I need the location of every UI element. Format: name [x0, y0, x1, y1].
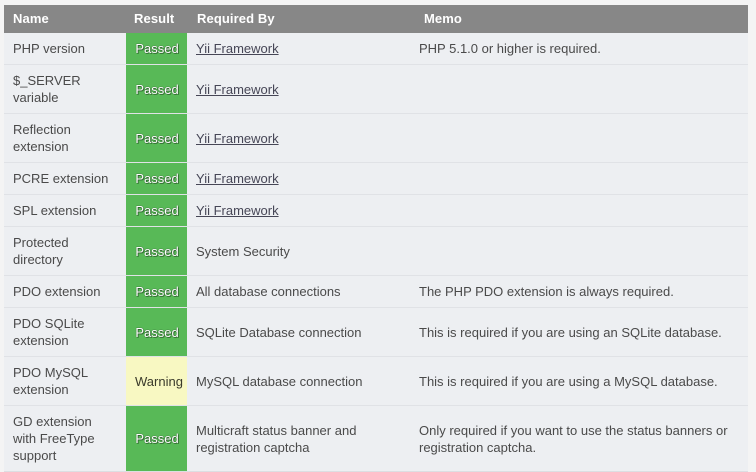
cell-name: $_SERVER variable — [4, 64, 126, 114]
status-badge: Passed — [126, 64, 187, 114]
cell-name: GD extension with FreeType support — [4, 405, 126, 472]
status-badge: Passed — [126, 405, 187, 472]
table-row: PDO extension Passed All database connecti… — [4, 275, 748, 308]
column-header-memo: Memo — [410, 5, 748, 33]
cell-memo — [410, 162, 748, 195]
cell-memo — [410, 194, 748, 227]
table-row: SPL extension Passed Yii Framework — [4, 194, 748, 227]
cell-required-by: Yii Framework — [187, 64, 410, 114]
cell-memo: PHP 5.1.0 or higher is required. — [410, 33, 748, 65]
required-by-text: All database connections — [196, 284, 341, 299]
table-row: PCRE extension Passed Yii Framework — [4, 162, 748, 195]
status-badge-label: Passed — [135, 243, 179, 259]
cell-name: PHP version — [4, 33, 126, 65]
table-row: PHP version Passed Yii Framework PHP 5.1.0 … — [4, 33, 748, 65]
cell-name: PDO SQLite extension — [4, 307, 126, 357]
status-badge-label: Passed — [135, 431, 179, 446]
column-header-result: Result — [126, 5, 187, 33]
table-row: PDO SQLite extension Passed SQLite Databas… — [4, 307, 748, 357]
table-header-row: Name Result Required By Memo — [4, 5, 748, 33]
cell-required-by: Yii Framework — [187, 162, 410, 195]
cell-required-by: System Security — [187, 226, 410, 276]
required-by-text: SQLite Database connection — [196, 324, 362, 340]
required-by-link[interactable]: Yii Framework — [196, 203, 279, 218]
cell-name: SPL extension — [4, 194, 126, 227]
status-badge: Passed — [126, 113, 187, 163]
required-by-text: MySQL database connection — [196, 373, 363, 389]
required-by-link[interactable]: Yii Framework — [196, 41, 279, 56]
cell-required-by: Yii Framework — [187, 113, 410, 163]
status-badge: Passed — [126, 307, 187, 357]
status-badge: Passed — [126, 194, 187, 227]
status-badge: Passed — [126, 275, 187, 308]
table-row: Protected directory Passed System Security — [4, 226, 748, 276]
cell-memo: This is required if you are using a MySQ… — [410, 356, 748, 406]
status-badge-label: Passed — [135, 284, 179, 299]
cell-memo — [410, 226, 748, 276]
cell-memo — [410, 64, 748, 114]
status-badge-label: Passed — [135, 324, 179, 340]
cell-memo: This is required if you are using an SQL… — [410, 307, 748, 357]
status-badge-label: Passed — [135, 41, 179, 56]
required-by-link[interactable]: Yii Framework — [196, 130, 279, 146]
status-badge-label: Passed — [135, 203, 179, 218]
cell-required-by: MySQL database connection — [187, 356, 410, 406]
cell-name: PCRE extension — [4, 162, 126, 195]
cell-memo: Only required if you want to use the sta… — [410, 405, 748, 472]
column-header-required-by: Required By — [187, 5, 410, 33]
requirements-check-page: Name Result Required By Memo PHP version… — [4, 5, 748, 472]
required-by-link[interactable]: Yii Framework — [196, 171, 279, 186]
column-header-name: Name — [4, 5, 126, 33]
status-badge: Passed — [126, 33, 187, 65]
required-by-link[interactable]: Yii Framework — [196, 81, 279, 97]
status-badge-label: Passed — [135, 171, 179, 186]
status-badge: Passed — [126, 226, 187, 276]
requirements-table: Name Result Required By Memo PHP version… — [4, 5, 748, 472]
required-by-text: Multicraft status banner and registratio… — [196, 422, 357, 455]
status-badge: Passed — [126, 162, 187, 195]
cell-required-by: Yii Framework — [187, 33, 410, 65]
cell-required-by: Multicraft status banner and registratio… — [187, 405, 410, 472]
cell-name: Reflection extension — [4, 113, 126, 163]
cell-memo: The PHP PDO extension is always required… — [410, 275, 748, 308]
table-row: PDO MySQL extension Warning MySQL database… — [4, 356, 748, 406]
table-row: $_SERVER variable Passed Yii Framework — [4, 64, 748, 114]
status-badge-label: Passed — [135, 81, 179, 97]
cell-required-by: SQLite Database connection — [187, 307, 410, 357]
status-badge: Warning — [126, 356, 187, 406]
table-row: GD extension with FreeType support Passed… — [4, 405, 748, 472]
cell-name: Protected directory — [4, 226, 126, 276]
table-header: Name Result Required By Memo — [4, 5, 748, 33]
required-by-text: System Security — [196, 243, 290, 259]
cell-required-by: All database connections — [187, 275, 410, 308]
cell-name: PDO extension — [4, 275, 126, 308]
cell-name: PDO MySQL extension — [4, 356, 126, 406]
table-row: Reflection extension Passed Yii Framework — [4, 113, 748, 163]
status-badge-label: Warning — [135, 373, 183, 389]
cell-required-by: Yii Framework — [187, 194, 410, 227]
status-badge-label: Passed — [135, 130, 179, 146]
cell-memo — [410, 113, 748, 163]
